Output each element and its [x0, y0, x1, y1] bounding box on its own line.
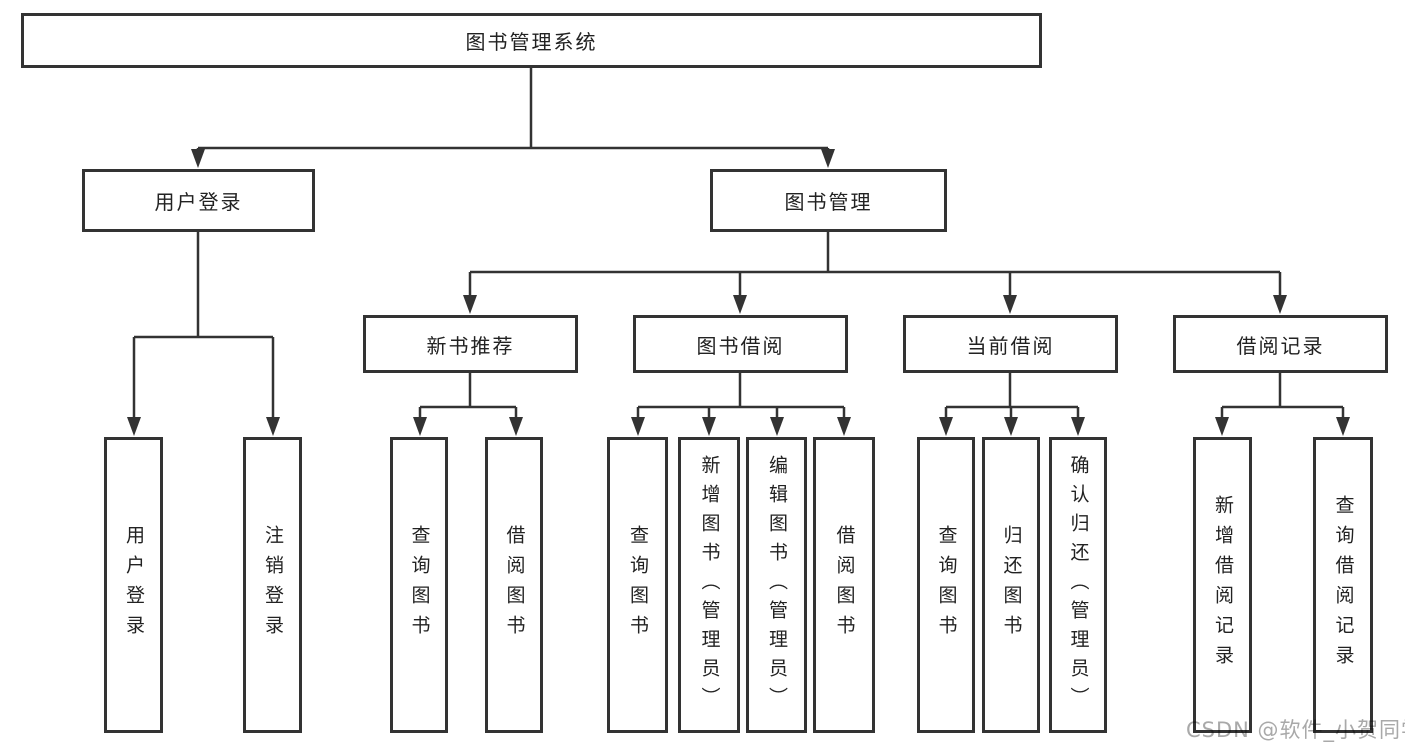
leaf-newbook-query-book: 查询图书 — [390, 437, 448, 733]
leaf-logout: 注销登录 — [243, 437, 302, 733]
leaf-borrow-query-book: 查询图书 — [607, 437, 668, 733]
leaf-borrow-edit-book: 编辑图书（管理员） — [746, 437, 807, 733]
node-new-book-recommend: 新书推荐 — [363, 315, 578, 373]
leaf-current-query-book: 查询图书 — [917, 437, 975, 733]
leaf-record-add: 新增借阅记录 — [1193, 437, 1252, 733]
node-book-management: 图书管理 — [710, 169, 947, 232]
leaf-borrow-add-book: 新增图书（管理员） — [678, 437, 740, 733]
leaf-newbook-borrow-book: 借阅图书 — [485, 437, 543, 733]
node-borrow-record: 借阅记录 — [1173, 315, 1388, 373]
leaf-user-login: 用户登录 — [104, 437, 163, 733]
leaf-current-confirm-return: 确认归还（管理员） — [1049, 437, 1107, 733]
node-root: 图书管理系统 — [21, 13, 1042, 68]
watermark-text: CSDN @软件_小贺同学 — [1186, 718, 1405, 742]
node-current-borrow: 当前借阅 — [903, 315, 1118, 373]
leaf-current-return-book: 归还图书 — [982, 437, 1040, 733]
node-book-borrow: 图书借阅 — [633, 315, 848, 373]
node-user-login: 用户登录 — [82, 169, 315, 232]
leaf-record-query: 查询借阅记录 — [1313, 437, 1373, 733]
leaf-borrow-borrow-book: 借阅图书 — [813, 437, 875, 733]
